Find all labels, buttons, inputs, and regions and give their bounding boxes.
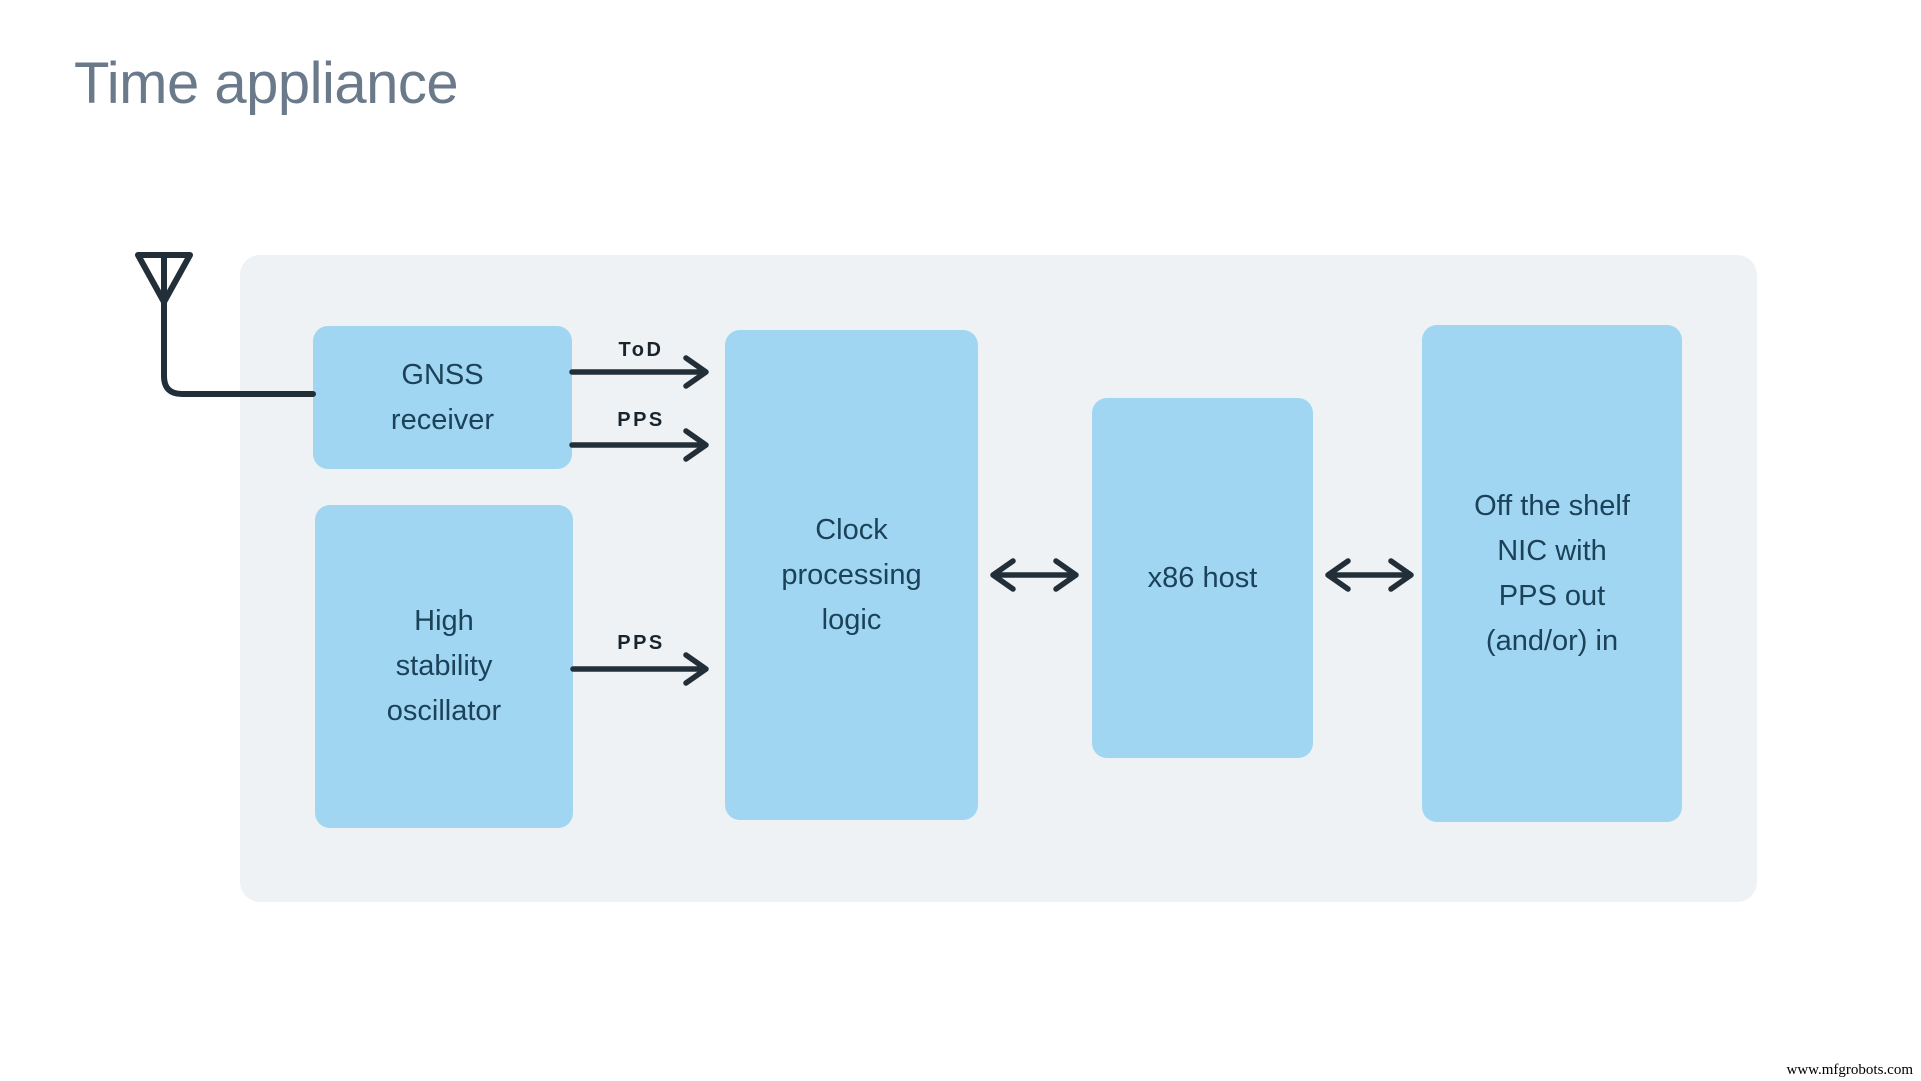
page-title: Time appliance	[74, 51, 459, 116]
gnss-receiver-label: GNSS receiver	[390, 358, 495, 436]
clock-processing-logic-box: Clock processing logic	[725, 330, 978, 820]
clock-processing-logic-label: Clock processing logic	[781, 513, 922, 636]
high-stability-oscillator-label: High stability oscillator	[386, 605, 502, 727]
high-stability-oscillator-box: High stability oscillator	[315, 505, 573, 828]
nic-label: Off the shelf NIC with PPS out (and/or) …	[1474, 489, 1630, 657]
pps-oscillator-arrow-label: PPS	[617, 632, 665, 654]
watermark: www.mfgrobots.com	[1786, 1062, 1913, 1078]
tod-arrow-label: ToD	[618, 339, 664, 361]
nic-box: Off the shelf NIC with PPS out (and/or) …	[1422, 325, 1682, 822]
gnss-receiver-box: GNSS receiver	[313, 326, 572, 469]
x86-host-label: x86 host	[1147, 561, 1258, 594]
x86-host-box: x86 host	[1092, 398, 1313, 758]
pps-gnss-arrow-label: PPS	[617, 409, 665, 431]
